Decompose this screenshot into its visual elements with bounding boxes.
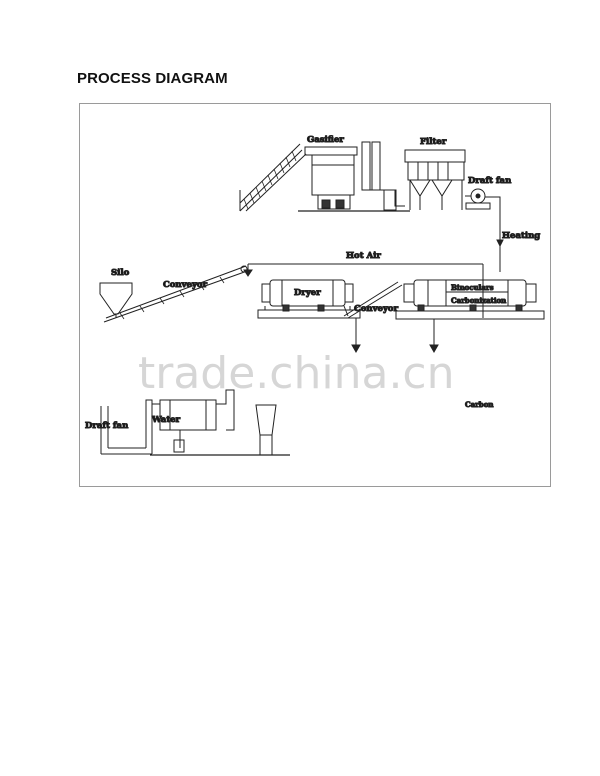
label-carbon: Carbon (465, 400, 493, 409)
label-water: Water (151, 415, 181, 425)
water-tank (150, 389, 290, 456)
dryer (257, 279, 361, 319)
top-draft-fan (465, 188, 491, 210)
filter-unit (404, 149, 466, 210)
bottom-funnel (255, 404, 277, 455)
diagram-frame (79, 103, 551, 487)
silo (99, 282, 133, 318)
binoculars-carbonization (395, 279, 545, 354)
label-heating: Heating (502, 231, 540, 241)
heating-line (485, 196, 504, 272)
page-heading: PROCESS DIAGRAM (77, 70, 228, 87)
label-filter: Filter (420, 137, 447, 147)
bottom-draft-fan-duct (100, 399, 160, 455)
label-conveyor-left: Conveyor (163, 280, 208, 290)
label-carbonization: Carbonization (451, 296, 506, 305)
label-hot-air: Hot Air (346, 251, 381, 261)
label-binoculars: Binoculars (451, 283, 494, 292)
watermark: trade.china.cn (138, 348, 455, 399)
label-dryer: Dryer (294, 288, 321, 298)
label-draft-fan-top: Draft fan (468, 176, 511, 186)
label-conveyor-mid: Conveyor (354, 304, 399, 314)
gasifier-unit (298, 141, 410, 212)
gasifier-staircase (239, 143, 307, 212)
left-conveyor (103, 265, 251, 323)
middle-conveyor (343, 281, 403, 354)
label-gasifier: Gasifier (307, 135, 344, 145)
label-draft-fan-bottom: Draft fan (85, 421, 128, 431)
label-silo: Silo (111, 268, 130, 278)
